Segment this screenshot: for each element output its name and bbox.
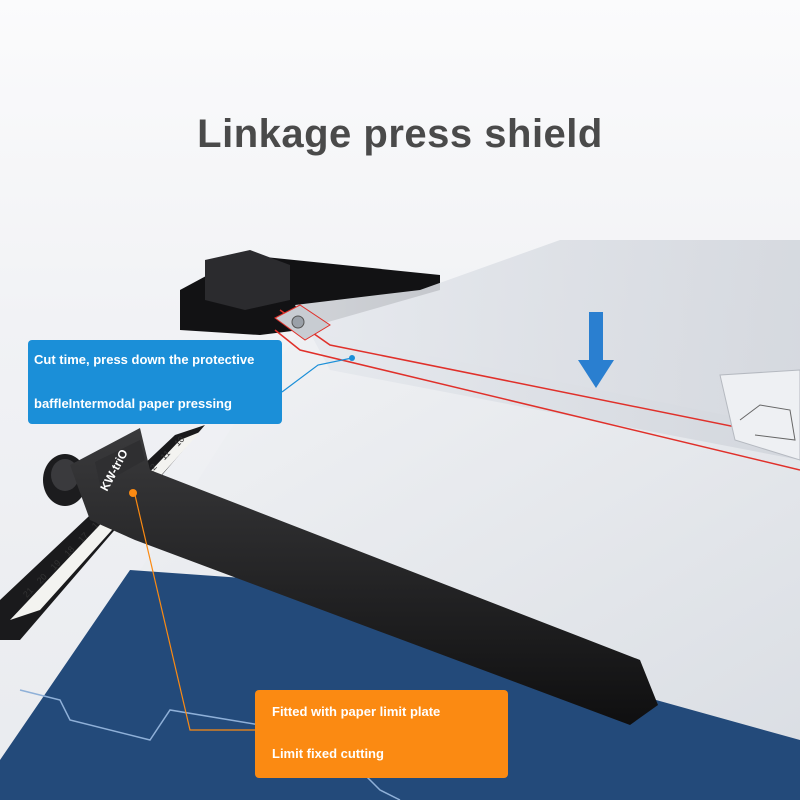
callout-text-line: baffleIntermodal paper pressing bbox=[34, 396, 232, 411]
ruler-number: 18 bbox=[62, 544, 76, 558]
cutter-base-board bbox=[0, 570, 800, 800]
down-arrow-icon bbox=[578, 312, 614, 388]
shield-red-edge bbox=[274, 329, 800, 471]
callout-leader-blue bbox=[281, 357, 353, 393]
ruler-number: 17 bbox=[76, 530, 90, 544]
base-grid-line bbox=[19, 689, 261, 741]
shield-screw bbox=[291, 315, 305, 329]
callout-leader-orange bbox=[134, 494, 255, 731]
paper-limit-plate bbox=[70, 428, 658, 725]
limit-plate-highlight bbox=[95, 440, 145, 485]
callout-text-line: Cut time, press down the protective bbox=[34, 352, 255, 367]
callout-text-line: Fitted with paper limit plate bbox=[272, 704, 441, 719]
callout-text-line: Limit fixed cutting bbox=[272, 746, 384, 761]
limit-plate-callout: Fitted with paper limit plate Limit fixe… bbox=[255, 690, 508, 778]
press-shield-callout: Cut time, press down the protective baff… bbox=[28, 340, 282, 424]
press-shield bbox=[295, 240, 800, 460]
callout-dot-orange bbox=[129, 489, 137, 497]
ruler-number: 20 bbox=[35, 572, 49, 586]
ruler-number: 21 bbox=[21, 585, 35, 599]
arm-pivot-cap bbox=[205, 250, 290, 310]
sticker-diagram bbox=[739, 404, 796, 441]
callout-dot-blue bbox=[349, 355, 355, 361]
page-title: Linkage press shield bbox=[197, 112, 603, 156]
instruction-sticker bbox=[719, 369, 800, 461]
ruler-number: 19 bbox=[49, 558, 63, 572]
ruler-number: 10 bbox=[172, 434, 186, 448]
